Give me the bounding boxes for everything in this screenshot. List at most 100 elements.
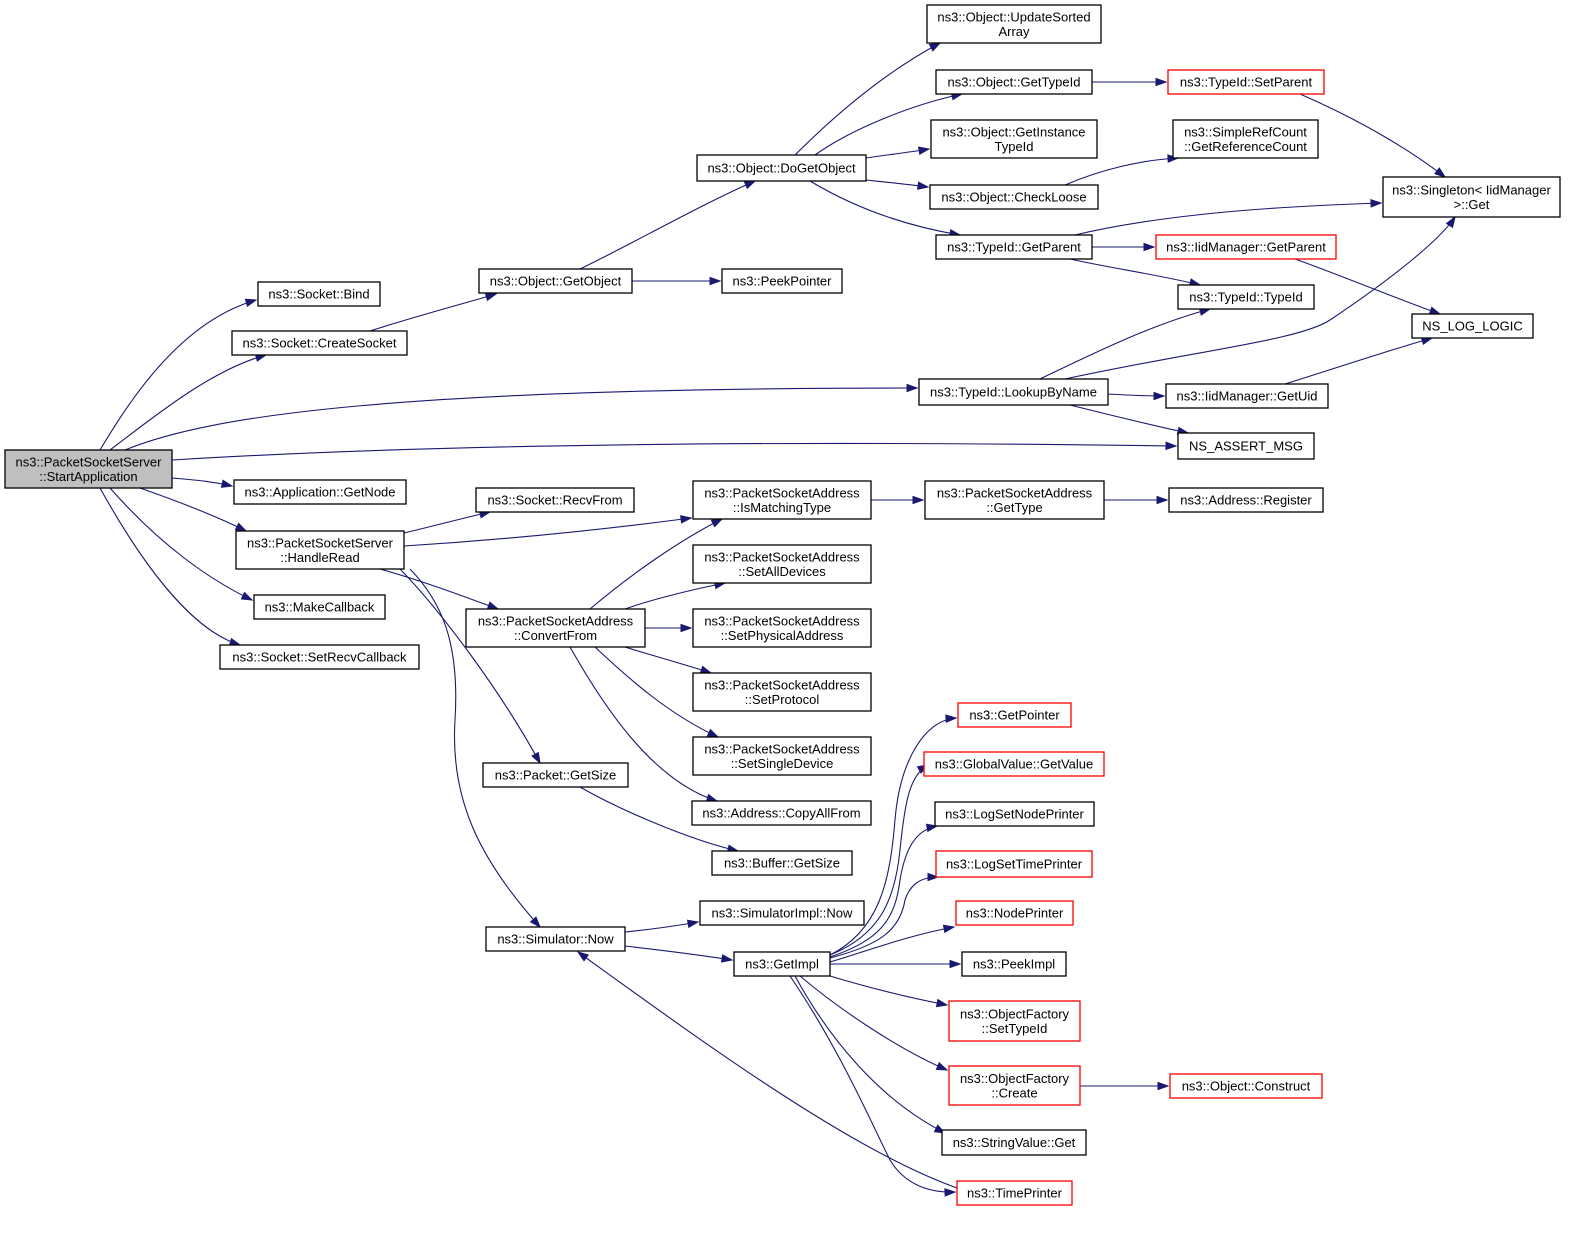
- node-setphysaddr[interactable]: ns3::PacketSocketAddress::SetPhysicalAdd…: [692, 608, 872, 648]
- arrowhead: [240, 591, 254, 601]
- node-label: ns3::SimulatorImpl::Now: [712, 906, 853, 921]
- node-box: [231, 330, 408, 356]
- edge-iid_getparent-to-nslog: [1294, 258, 1442, 315]
- node-getobject[interactable]: ns3::Object::GetObject: [478, 268, 633, 294]
- arrowhead: [1428, 306, 1442, 315]
- node-tid_setparent[interactable]: ns3::TypeId::SetParent: [1167, 69, 1325, 95]
- edge-convertfrom-to-setprotocol: [624, 646, 713, 674]
- node-label: ::GetReferenceCount: [1184, 139, 1307, 154]
- node-getpointer[interactable]: ns3::GetPointer: [957, 702, 1072, 728]
- node-label: ::SetTypeId: [982, 1021, 1048, 1036]
- node-label: ns3::PacketSocketServer: [16, 454, 163, 469]
- arrowhead: [720, 954, 734, 963]
- node-lognodeprinter[interactable]: ns3::LogSetNodePrinter: [934, 801, 1095, 827]
- node-makecallback[interactable]: ns3::MakeCallback: [253, 594, 386, 620]
- node-label: ns3::TypeId::SetParent: [1180, 75, 1313, 90]
- node-getnode[interactable]: ns3::Application::GetNode: [233, 479, 407, 505]
- node-box: [924, 480, 1105, 520]
- node-getimpl[interactable]: ns3::GetImpl: [733, 951, 831, 977]
- arrowhead: [1155, 77, 1168, 87]
- edge-start-to-setrecvcallback: [99, 487, 242, 647]
- arrowhead: [1165, 441, 1178, 451]
- node-buffer_getsize[interactable]: ns3::Buffer::GetSize: [711, 850, 853, 876]
- arrowhead: [706, 728, 720, 738]
- node-packet_getsize[interactable]: ns3::Packet::GetSize: [482, 762, 629, 788]
- node-label: ::GetType: [986, 500, 1042, 515]
- node-bind[interactable]: ns3::Socket::Bind: [257, 281, 381, 307]
- node-simnow[interactable]: ns3::Simulator::Now: [485, 926, 626, 952]
- arrowhead: [244, 298, 258, 308]
- node-psa_gettype[interactable]: ns3::PacketSocketAddress::GetType: [924, 480, 1105, 520]
- node-setprotocol[interactable]: ns3::PacketSocketAddress::SetProtocol: [692, 672, 872, 712]
- node-box: [485, 926, 626, 952]
- node-label: ns3::Object::UpdateSorted: [937, 9, 1090, 24]
- node-obj_construct[interactable]: ns3::Object::Construct: [1169, 1073, 1323, 1099]
- node-label: ns3::Object::DoGetObject: [707, 161, 856, 176]
- node-box: [948, 1065, 1081, 1106]
- node-label: ns3::Packet::GetSize: [495, 768, 616, 783]
- node-label: ns3::LogSetTimePrinter: [946, 857, 1083, 872]
- node-box: [692, 608, 872, 648]
- arrowhead: [906, 383, 919, 393]
- node-label: ns3::Object::GetObject: [490, 274, 622, 289]
- node-gv_getvalue[interactable]: ns3::GlobalValue::GetValue: [923, 751, 1105, 777]
- node-obj_gettypeid[interactable]: ns3::Object::GetTypeId: [935, 69, 1093, 95]
- node-addr_register[interactable]: ns3::Address::Register: [1168, 487, 1324, 513]
- node-convertfrom[interactable]: ns3::PacketSocketAddress::ConvertFrom: [465, 608, 646, 648]
- arrowhead: [935, 998, 949, 1008]
- node-tid_typeid[interactable]: ns3::TypeId::TypeId: [1177, 284, 1315, 310]
- node-setrecvcallback[interactable]: ns3::Socket::SetRecvCallback: [219, 644, 420, 670]
- arrowhead: [1157, 1081, 1170, 1091]
- node-box: [956, 1180, 1073, 1206]
- node-of_create[interactable]: ns3::ObjectFactory::Create: [948, 1065, 1081, 1106]
- node-nsassert[interactable]: NS_ASSERT_MSG: [1177, 432, 1315, 460]
- node-copyallfrom[interactable]: ns3::Address::CopyAllFrom: [691, 800, 872, 826]
- edge-handleread-to-packet_getsize: [399, 568, 541, 765]
- node-checkloose[interactable]: ns3::Object::CheckLoose: [929, 184, 1099, 210]
- node-iid_getuid[interactable]: ns3::IidManager::GetUid: [1165, 383, 1329, 409]
- edge-start-to-bind: [99, 298, 258, 451]
- edge-getobject-to-dogetobject: [579, 180, 757, 270]
- node-recvfrom[interactable]: ns3::Socket::RecvFrom: [475, 487, 635, 513]
- edge-lookupbyname-to-singleton: [1064, 215, 1456, 380]
- node-handleread[interactable]: ns3::PacketSocketServer::HandleRead: [235, 530, 405, 570]
- arrowhead: [699, 665, 713, 674]
- node-nslog[interactable]: NS_LOG_LOGIC: [1411, 313, 1534, 339]
- node-createsocket[interactable]: ns3::Socket::CreateSocket: [231, 330, 408, 356]
- node-singleton[interactable]: ns3::Singleton< IidManager >::Get: [1382, 176, 1561, 218]
- node-iid_getparent[interactable]: ns3::IidManager::GetParent: [1155, 234, 1337, 260]
- node-box: [692, 672, 872, 712]
- node-box: [696, 154, 867, 182]
- node-label: ns3::TypeId::GetParent: [947, 240, 1081, 255]
- node-label: ns3::Object::GetTypeId: [948, 75, 1081, 90]
- node-box: [4, 449, 173, 489]
- node-start[interactable]: ns3::PacketSocketServer::StartApplicatio…: [4, 449, 173, 489]
- node-label: ::HandleRead: [280, 550, 360, 565]
- node-label: ::Create: [991, 1085, 1037, 1100]
- node-getrefcount[interactable]: ns3::SimpleRefCount::GetReferenceCount: [1172, 119, 1319, 159]
- node-ismatchingtype[interactable]: ns3::PacketSocketAddress::IsMatchingType: [692, 480, 872, 520]
- node-lookupbyname[interactable]: ns3::TypeId::LookupByName: [918, 378, 1109, 406]
- arrowhead: [680, 515, 693, 524]
- node-timeprinter[interactable]: ns3::TimePrinter: [956, 1180, 1073, 1206]
- node-of_settypeid[interactable]: ns3::ObjectFactory::SetTypeId: [948, 1000, 1081, 1042]
- node-box: [955, 900, 1074, 926]
- edge-tid_getparent-to-iid_getparent: [1092, 242, 1156, 252]
- arrowhead: [912, 495, 925, 505]
- node-label: ns3::NodePrinter: [966, 906, 1064, 921]
- node-nodeprinter[interactable]: ns3::NodePrinter: [955, 900, 1074, 926]
- node-setsingledevice[interactable]: ns3::PacketSocketAddress::SetSingleDevic…: [692, 736, 872, 776]
- node-dogetobject[interactable]: ns3::Object::DoGetObject: [696, 154, 867, 182]
- node-peekpointer[interactable]: ns3::PeekPointer: [721, 268, 843, 294]
- node-setalldevices[interactable]: ns3::PacketSocketAddress::SetAllDevices: [692, 544, 872, 584]
- node-label: ns3::Socket::SetRecvCallback: [232, 650, 407, 665]
- node-logtimeprinter[interactable]: ns3::LogSetTimePrinter: [935, 850, 1093, 878]
- node-stringvalue_get[interactable]: ns3::StringValue::Get: [941, 1129, 1087, 1156]
- node-simimplnow[interactable]: ns3::SimulatorImpl::Now: [699, 900, 865, 926]
- node-tid_getparent[interactable]: ns3::TypeId::GetParent: [935, 234, 1093, 260]
- node-label: ns3::Simulator::Now: [497, 932, 614, 947]
- node-peekimpl[interactable]: ns3::PeekImpl: [961, 951, 1067, 977]
